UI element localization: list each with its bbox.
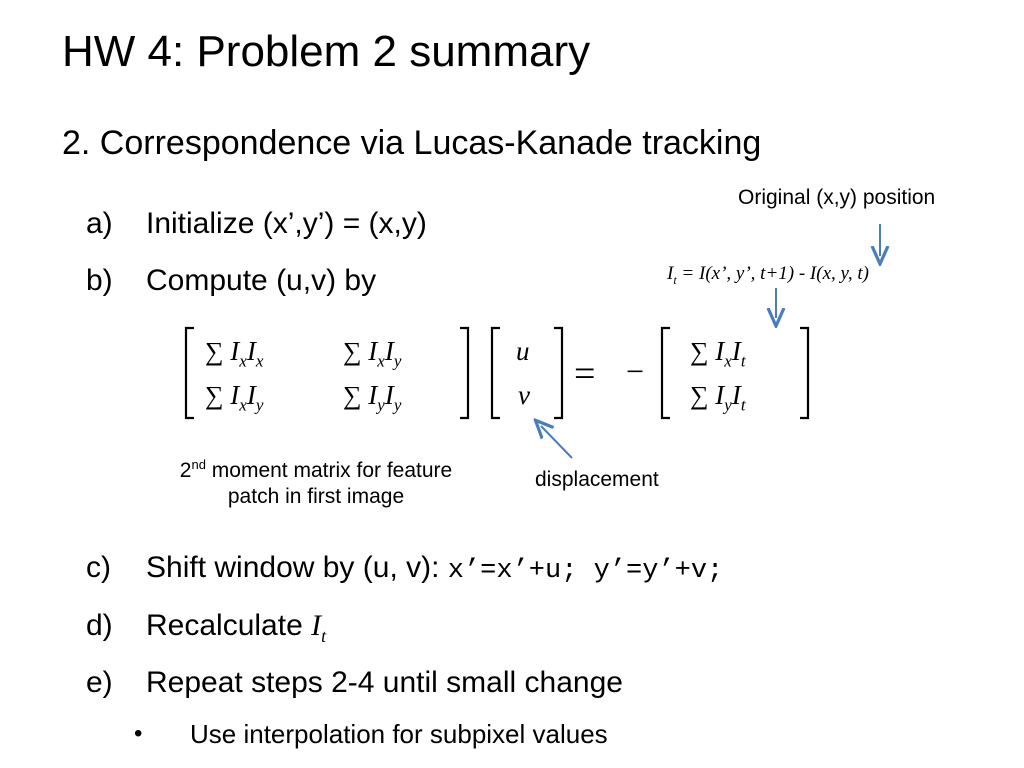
arrow-displacement — [541, 426, 573, 459]
matrix-brackets — [184, 326, 810, 420]
step-var: I — [311, 609, 322, 642]
step-text: Compute (u,v) by — [146, 264, 377, 297]
step-var-sub: t — [321, 626, 327, 646]
step-text: Repeat steps 2-4 until small change — [146, 666, 623, 699]
it-sub: t — [673, 272, 677, 287]
step-label: a) — [86, 207, 113, 240]
matrix-r1c1: ∑ IxIx — [205, 336, 264, 371]
step-text: Initialize (x’,y’) = (x,y) — [146, 207, 427, 240]
step-text: Shift window by (u, v): — [146, 551, 448, 584]
step-b: b) Compute (u,v) by — [86, 259, 376, 303]
step-label: e) — [86, 666, 113, 699]
annotation-it-definition: It = I(x’, y’, t+1) - I(x, y, t) — [667, 263, 869, 288]
annotation-moment-matrix: 2nd moment matrix for feature patch in f… — [179, 457, 453, 508]
matrix-r2c2: ∑ IyIy — [343, 380, 402, 415]
step-code: x’=x’+u; y’=y’+v; — [447, 556, 724, 586]
step-label: c) — [86, 551, 111, 584]
step-d: d) Recalculate It — [86, 604, 326, 658]
rhs-r1: ∑ IxIt — [690, 336, 746, 371]
rhs-r2: ∑ IyIt — [690, 380, 746, 415]
annotation-displacement: displacement — [535, 468, 659, 491]
step-label: d) — [86, 609, 113, 642]
vector-u: u — [516, 336, 530, 366]
vector-v: v — [518, 380, 530, 410]
step-text: Recalculate — [146, 609, 312, 642]
it-rest: = I(x’, y’, t+1) - I(x, y, t) — [676, 263, 870, 284]
matrix-r1c2: ∑ IxIy — [343, 336, 402, 371]
slide-title: HW 4: Problem 2 summary — [62, 27, 591, 76]
it-var: I — [667, 263, 674, 284]
step-e: e) Repeat steps 2-4 until small change — [86, 661, 623, 705]
bullet-marker: • — [134, 720, 143, 747]
slide-subtitle: 2. Correspondence via Lucas-Kanade track… — [62, 124, 762, 162]
step-label: b) — [86, 264, 113, 297]
annotation-original-position: Original (x,y) position — [738, 186, 936, 209]
step-a: a) Initialize (x’,y’) = (x,y) — [86, 202, 427, 246]
step-c: c) Shift window by (u, v): x’=x’+u; y’=y’… — [86, 546, 723, 593]
matrix-r2c1: ∑ IxIy — [205, 380, 264, 415]
equals-sign: = — [574, 353, 596, 395]
minus-sign: − — [626, 353, 645, 389]
bullet-text: Use interpolation for subpixel values — [190, 719, 608, 749]
